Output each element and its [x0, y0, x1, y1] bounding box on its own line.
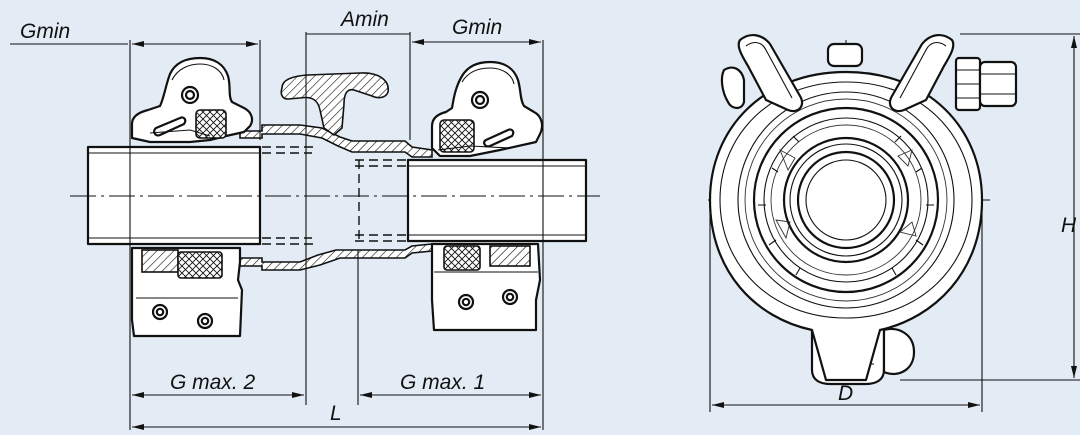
- label-amin: Amin: [339, 8, 389, 31]
- label-gmin-left: Gmin: [20, 20, 70, 43]
- dimension-amin: Amin: [306, 8, 410, 35]
- left-clamp-top: [130, 56, 254, 144]
- dimension-gmin-left: Gmin: [10, 20, 258, 47]
- top-bolt-assembly: [826, 42, 1018, 112]
- coupling-end-view: D H: [708, 33, 1080, 412]
- label-height: H: [1061, 214, 1077, 237]
- right-pipe: [406, 158, 588, 243]
- seal-segments: [758, 135, 934, 276]
- coupling-handle: [280, 72, 389, 137]
- dimension-length: L: [132, 402, 541, 430]
- label-g-max-1: G max. 1: [400, 371, 485, 394]
- right-clamp-bottom: [430, 242, 542, 332]
- left-handle-ear: [720, 34, 804, 113]
- label-gmin-right: Gmin: [452, 16, 502, 39]
- left-clamp-bottom: [130, 246, 244, 338]
- right-handle-ear: [888, 34, 955, 113]
- dimension-g-max-1: G max. 1: [360, 371, 541, 398]
- dimension-diameter: D: [712, 382, 980, 408]
- label-diameter: D: [838, 382, 853, 405]
- extension-lines: [129, 32, 544, 430]
- right-clamp-top: [430, 60, 544, 158]
- dimension-g-max-2: G max. 2: [132, 371, 304, 398]
- coupling-housing: [708, 70, 984, 382]
- end-view-extension-lines: [709, 33, 1080, 412]
- coupling-section-view: Gmin Amin Gmin G max. 2 G max. 1 L: [10, 8, 600, 430]
- inner-bore-hidden-lines: [262, 146, 408, 245]
- label-length: L: [330, 402, 342, 425]
- label-g-max-2: G max. 2: [170, 371, 256, 394]
- dimension-height: H: [1061, 36, 1077, 378]
- dimension-gmin-right: Gmin: [412, 16, 541, 45]
